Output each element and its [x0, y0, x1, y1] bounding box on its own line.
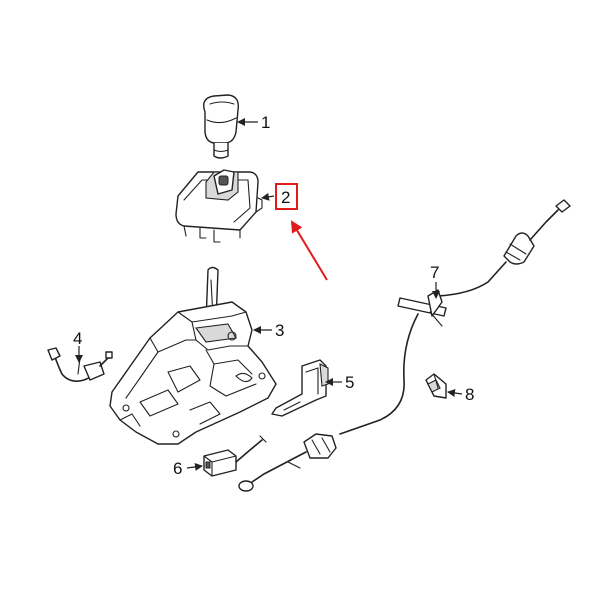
- part-1-shift-knob: [202, 94, 239, 159]
- part-8-clip: [425, 373, 447, 399]
- part-7-shift-cable: [238, 199, 571, 492]
- callout-8-label: 8: [465, 385, 474, 404]
- callout-8: 8: [447, 385, 474, 404]
- callout-6-label: 6: [173, 459, 182, 478]
- callout-1: 1: [237, 113, 270, 132]
- callout-2-label: 2: [281, 188, 290, 207]
- callout-5-label: 5: [345, 373, 354, 392]
- callout-3: 3: [253, 321, 284, 340]
- callout-3-label: 3: [275, 321, 284, 340]
- callout-1-label: 1: [261, 113, 270, 132]
- callout-5: 5: [325, 373, 354, 392]
- part-3-shifter-base: [109, 266, 277, 445]
- highlight-arrow: [290, 220, 328, 281]
- callout-4-label: 4: [73, 329, 82, 348]
- part-4-wiring-harness: [47, 347, 113, 382]
- callout-6: 6: [173, 459, 203, 478]
- highlight-box: [275, 183, 298, 210]
- part-2-shift-bezel: [175, 169, 263, 243]
- callout-7: 7: [430, 263, 440, 299]
- callout-4: 4: [73, 329, 83, 363]
- callout-2: 2: [261, 183, 328, 281]
- part-6-switch: [203, 435, 267, 477]
- callout-7-label: 7: [430, 263, 439, 282]
- part-5-bracket: [271, 359, 329, 417]
